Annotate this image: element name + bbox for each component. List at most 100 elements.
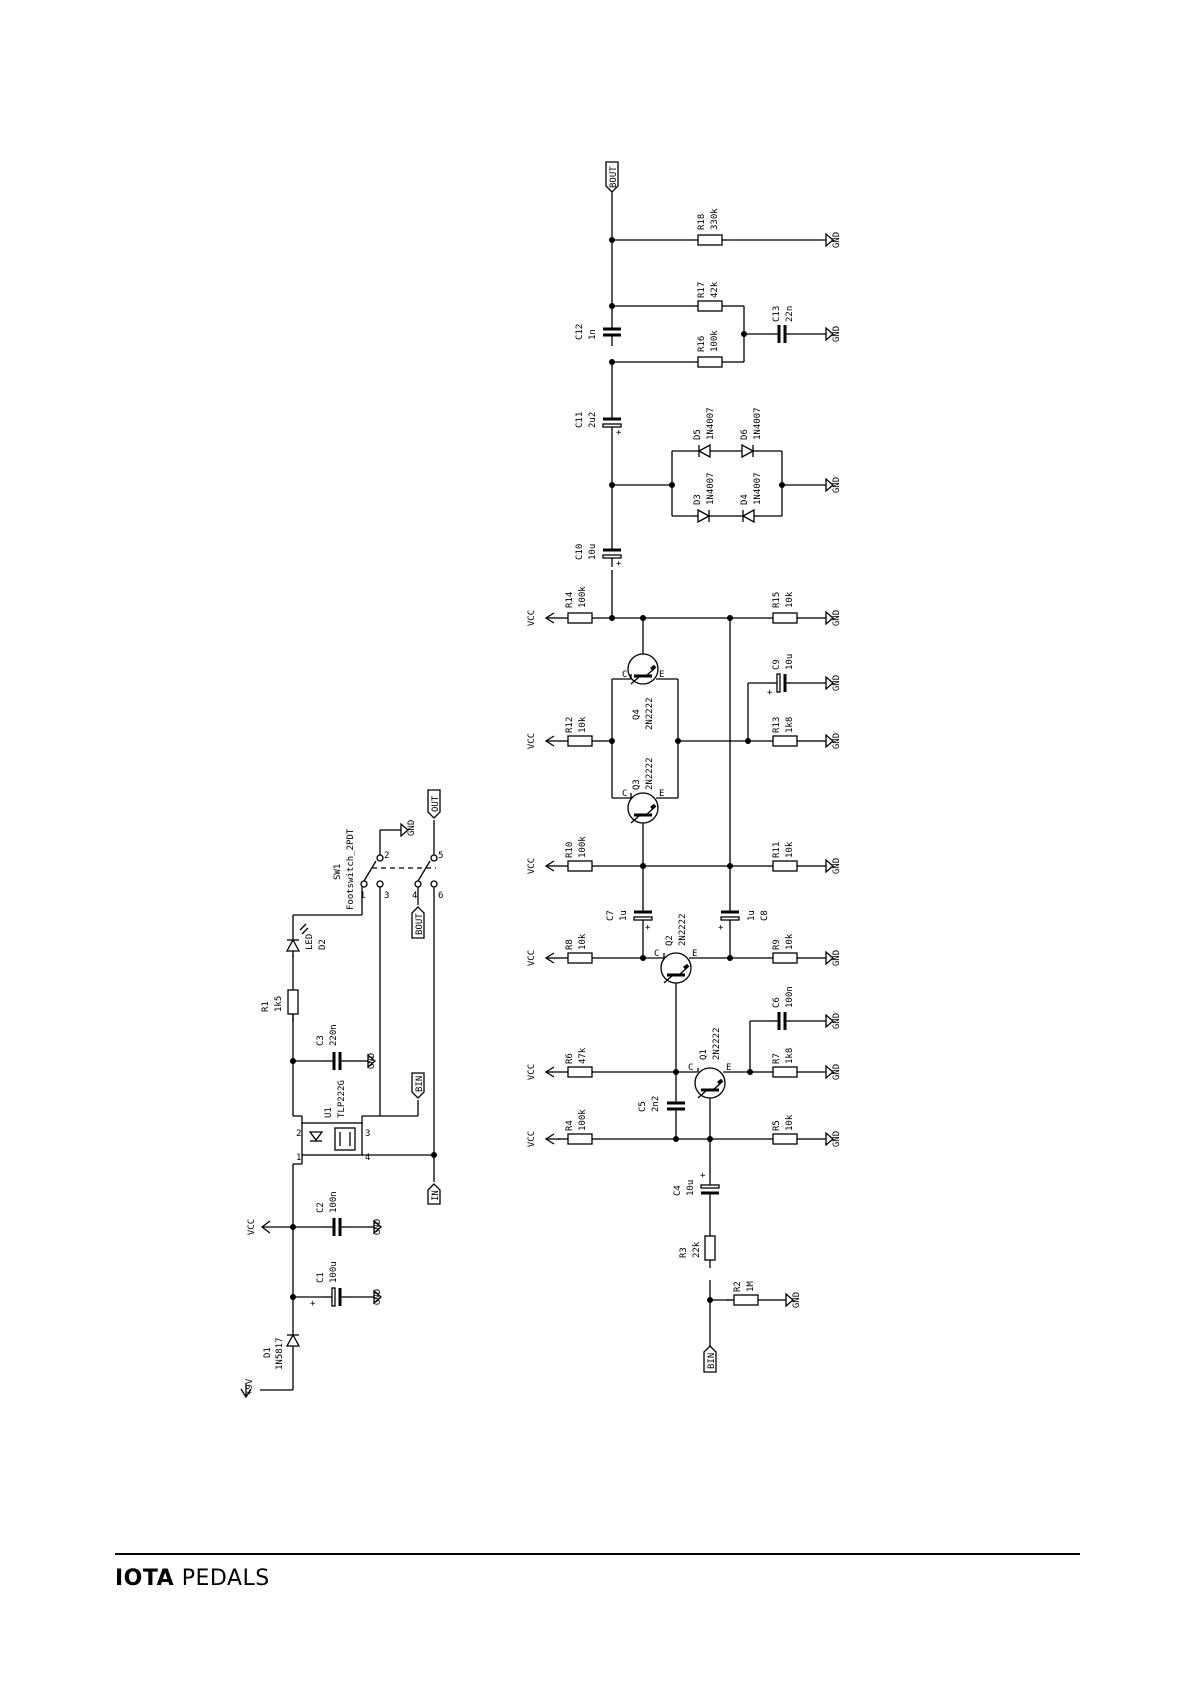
- c7-ref: C7: [606, 910, 616, 921]
- r1-value: 1k5: [274, 996, 284, 1012]
- r12-value: 10k: [578, 716, 588, 733]
- q4-value: 2N2222: [645, 697, 655, 730]
- r15-value: 10k: [785, 591, 795, 608]
- q1-pin-c: C: [688, 1063, 693, 1073]
- q3-ref: Q3: [632, 779, 642, 790]
- r17-ref: R17: [697, 282, 707, 298]
- r3-value: 22k: [692, 1241, 702, 1258]
- r10-ref: R10: [565, 842, 575, 858]
- c11-value: 2u2: [588, 412, 598, 428]
- c9-value: 10u: [785, 654, 795, 670]
- q3-pin-c: C: [622, 789, 627, 799]
- r16-value: 100k: [710, 330, 720, 352]
- r13-gnd: GND: [832, 733, 842, 749]
- c4-value: 10u: [686, 1180, 696, 1196]
- q1-value: 2N2222: [712, 1027, 722, 1060]
- r18-value: 330k: [710, 208, 720, 230]
- c9-gnd: GND: [832, 675, 842, 691]
- sw1-pin6: 6: [438, 891, 443, 901]
- c8-ref: C8: [760, 910, 770, 921]
- c9-plus: +: [767, 688, 773, 698]
- c1-ref: C1: [316, 1272, 326, 1283]
- r15-ref: R15: [772, 592, 782, 608]
- u1-pin4: 4: [365, 1153, 370, 1163]
- r2-value: 1M: [746, 1281, 756, 1292]
- d6-value: 1N4007: [753, 407, 763, 440]
- c8-plus: +: [718, 923, 724, 933]
- d1-value: 1N5817: [275, 1337, 285, 1370]
- bout-sw-label: BOUT: [415, 913, 425, 935]
- d4-ref: D4: [740, 494, 750, 505]
- out-label: OUT: [431, 795, 441, 812]
- r11-gnd: GND: [832, 858, 842, 874]
- r9-value: 10k: [785, 933, 795, 950]
- u1-pin1: 1: [296, 1153, 301, 1163]
- r17-value: 42k: [710, 281, 720, 298]
- u1-pin2: 2: [296, 1129, 301, 1139]
- vcc-r6: VCC: [527, 1064, 537, 1080]
- r2-gnd: GND: [792, 1292, 802, 1308]
- c3-ref: C3: [316, 1035, 326, 1046]
- r16-ref: R16: [697, 336, 707, 352]
- r13-value: 1k8: [785, 717, 795, 733]
- u1-value: TLP222G: [337, 1080, 347, 1118]
- c10-value: 10u: [588, 544, 598, 560]
- r10-value: 100k: [578, 836, 588, 858]
- r5-ref: R5: [772, 1120, 782, 1131]
- power-section: D1 1N5817 +9V + C1 100u GND C2 100n GND …: [240, 789, 443, 1398]
- c9-ref: C9: [772, 659, 782, 670]
- r6-value: 47k: [578, 1047, 588, 1064]
- d5-value: 1N4007: [706, 407, 716, 440]
- sw1-value: Footswitch_2PDT: [346, 828, 356, 910]
- c11-plus: +: [616, 428, 622, 438]
- c10-ref: C10: [575, 544, 585, 560]
- brand-rest: PEDALS: [181, 1566, 270, 1591]
- c13-value: 22n: [785, 306, 795, 322]
- bin-amp-label: BIN: [707, 1353, 717, 1369]
- r18-gnd: GND: [832, 232, 842, 248]
- r4-ref: R4: [565, 1120, 575, 1131]
- r4-value: 100k: [578, 1109, 588, 1131]
- brand-logo: IOTA PEDALS: [115, 1566, 270, 1591]
- sw1-pin4: 4: [412, 891, 417, 901]
- c10-plus: +: [616, 559, 622, 569]
- c6-value: 100n: [785, 986, 795, 1008]
- r6-ref: R6: [565, 1053, 575, 1064]
- c12-value: 1n: [588, 329, 598, 340]
- c4-plus: +: [700, 1171, 706, 1181]
- c1-plus: +: [310, 1299, 316, 1309]
- c4-ref: C4: [673, 1185, 683, 1196]
- u1-ref: U1: [324, 1107, 334, 1118]
- c3-gnd: GND: [367, 1053, 377, 1069]
- r11-ref: R11: [772, 842, 782, 858]
- bout-amp-label: BOUT: [609, 166, 619, 188]
- q2-pin-e: E: [692, 949, 697, 959]
- c7-plus: +: [645, 923, 651, 933]
- u1-pin3: 3: [365, 1129, 370, 1139]
- in-label: IN: [431, 1190, 441, 1201]
- c7-value: 1u: [619, 910, 629, 921]
- c13-gnd: GND: [832, 326, 842, 342]
- r12-ref: R12: [565, 717, 575, 733]
- sw1-pin3: 3: [384, 891, 389, 901]
- c12-ref: C12: [575, 324, 585, 340]
- c8-value: 1u: [747, 910, 757, 921]
- d1-ref: D1: [263, 1347, 273, 1358]
- r8-ref: R8: [565, 939, 575, 950]
- sw1-pin2: 2: [384, 851, 389, 861]
- d3-ref: D3: [693, 494, 703, 505]
- bin-sw-label: BIN: [415, 1076, 425, 1092]
- c11-ref: C11: [575, 412, 585, 428]
- vcc-r12: VCC: [527, 733, 537, 749]
- r14-value: 100k: [578, 586, 588, 608]
- r14-ref: R14: [565, 592, 575, 608]
- c1-value: 100u: [329, 1261, 339, 1283]
- sw1-pin1: 1: [360, 891, 365, 901]
- vcc-r14: VCC: [527, 610, 537, 626]
- c1-gnd: GND: [373, 1289, 383, 1305]
- r1-ref: R1: [261, 1001, 271, 1012]
- q4-ref: Q4: [632, 709, 642, 720]
- brand-strong: IOTA: [115, 1566, 175, 1591]
- q3-pin-e: E: [659, 789, 664, 799]
- q2-pin-c: C: [654, 949, 659, 959]
